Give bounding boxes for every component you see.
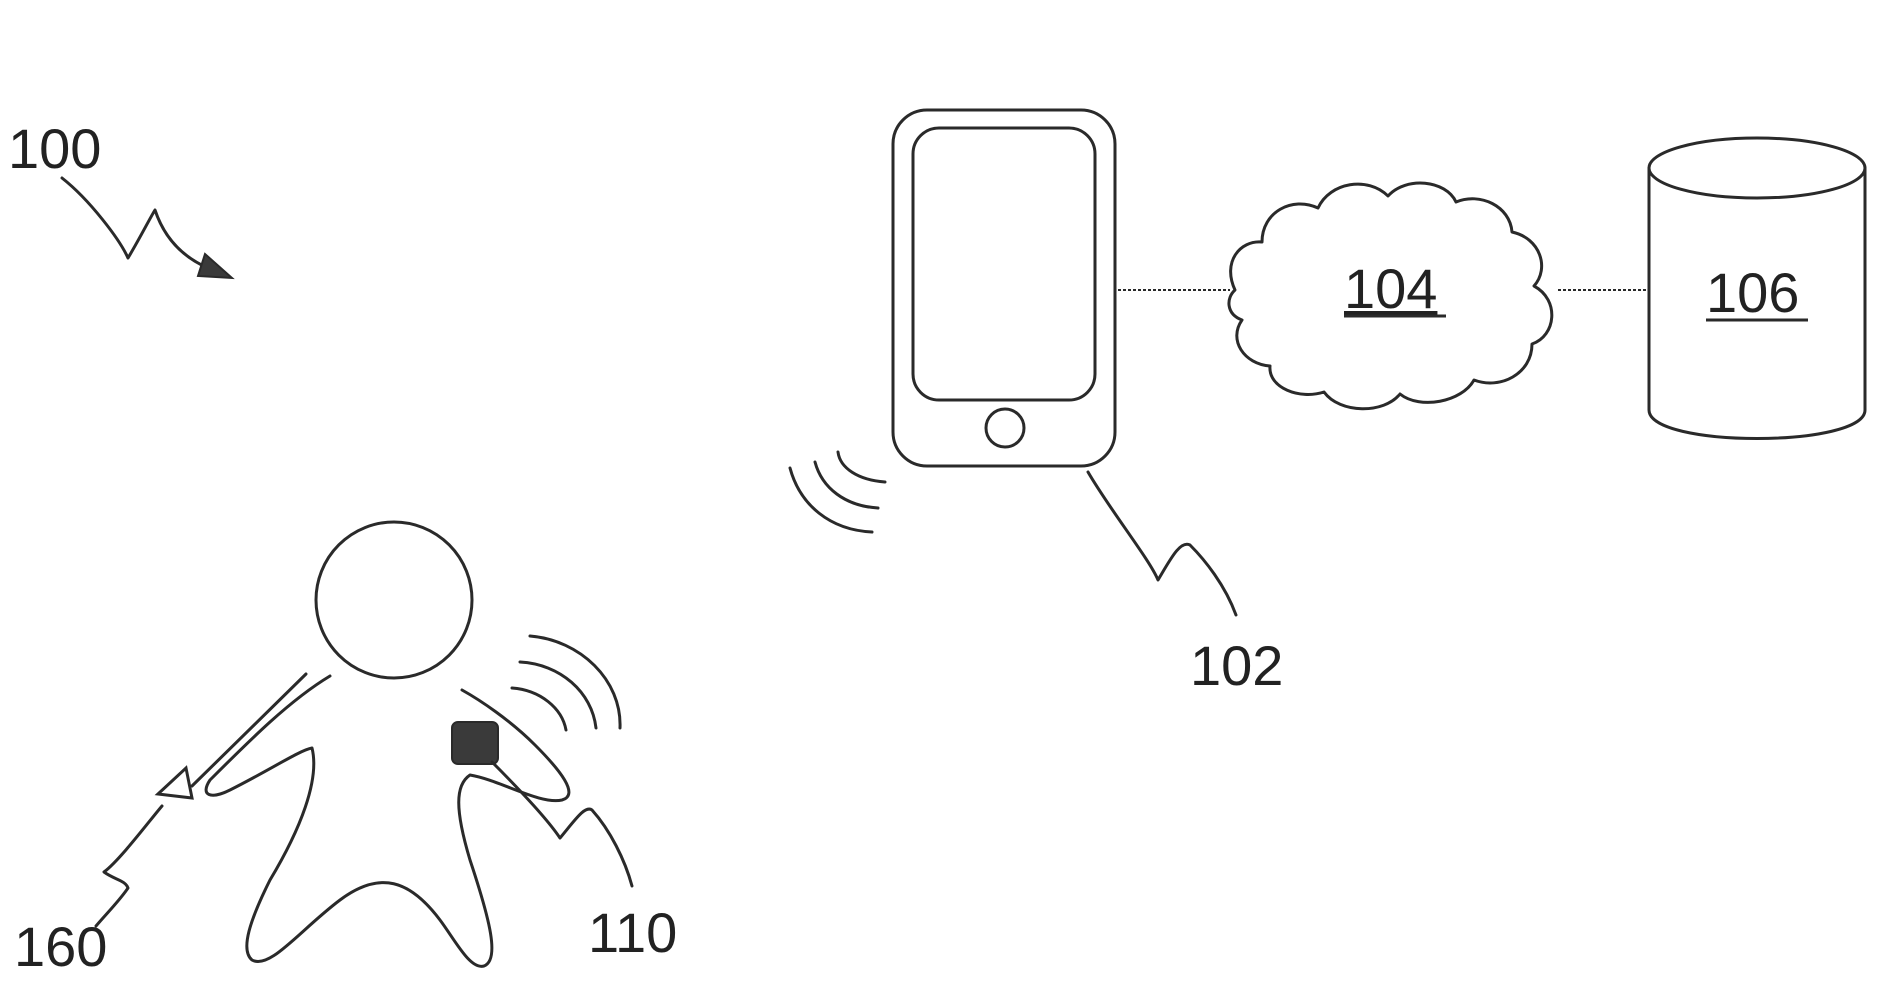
label-104: 104 (1344, 257, 1437, 320)
phone-signal-waves-icon (790, 452, 885, 532)
label-100: 100 (8, 117, 101, 180)
person-figure-icon (206, 522, 569, 966)
leader-110 (492, 762, 632, 886)
smartphone-icon (893, 110, 1115, 466)
wearable-signal-waves-icon (512, 636, 620, 730)
label-106: 106 (1706, 261, 1799, 324)
label-160: 160 (14, 915, 107, 978)
leader-160 (96, 806, 162, 926)
leader-100 (62, 178, 208, 268)
arrowhead-100 (198, 254, 232, 278)
label-110: 110 (588, 901, 677, 964)
wearable-device-icon (452, 722, 498, 764)
label-102: 102 (1190, 634, 1283, 697)
leader-102 (1088, 472, 1236, 615)
sensor-icon (158, 768, 192, 798)
sensor-to-head-link (192, 674, 306, 786)
